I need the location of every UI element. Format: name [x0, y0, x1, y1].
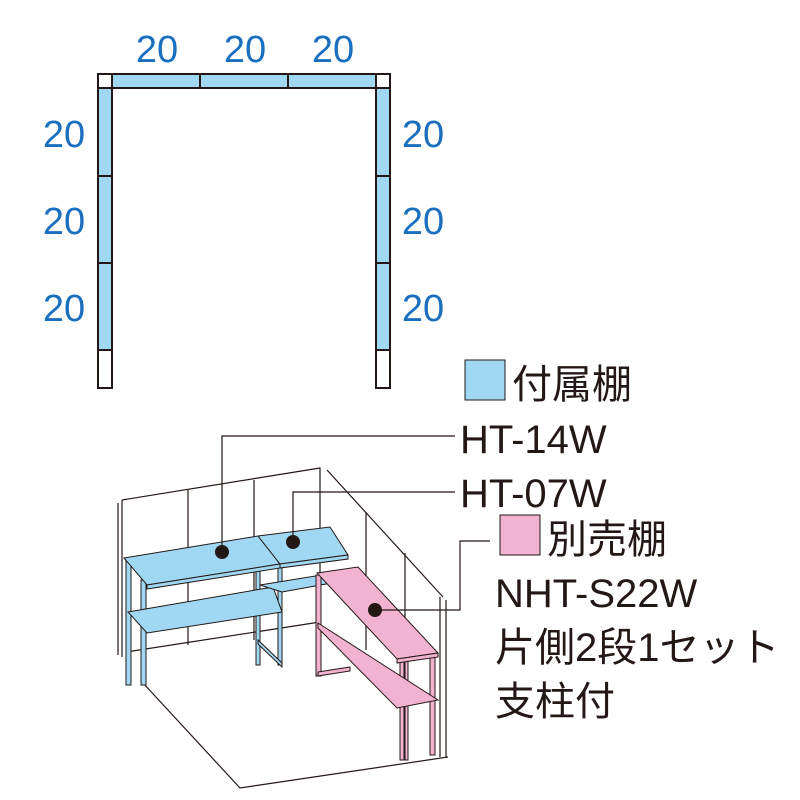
plan-shelf-segment	[97, 175, 113, 264]
corner-post	[375, 73, 391, 89]
callout-dots	[215, 535, 382, 617]
plan-shelf-segment	[97, 87, 113, 177]
legend-swatch-optional	[499, 514, 541, 556]
dim-top-1: 20	[136, 29, 178, 71]
dim-top-3: 20	[312, 29, 354, 71]
legend-included-label: 付属棚	[512, 363, 632, 407]
plan-shelf-segment	[111, 73, 201, 89]
callout-dot-ht07w	[286, 535, 300, 549]
plan-view	[97, 73, 391, 389]
optional-shelf-3d	[315, 566, 440, 761]
callout-dot-ht14w	[215, 545, 229, 559]
legend-swatch-included	[464, 359, 506, 401]
dim-right-2: 20	[402, 201, 444, 243]
dim-right-1: 20	[402, 114, 444, 156]
plan-empty-segment	[97, 349, 113, 389]
optional-note-2: 支柱付	[495, 680, 615, 724]
included-shelf-3d	[123, 526, 350, 686]
leader-lines	[221, 435, 490, 611]
plan-shelf-segment	[97, 262, 113, 351]
dim-left-1: 20	[43, 114, 85, 156]
model-ht07w: HT-07W	[460, 472, 607, 516]
dim-right-3: 20	[402, 288, 444, 330]
plan-shelf-segment	[375, 87, 391, 177]
corner-post	[97, 73, 113, 89]
callout-dot-nhts22w	[368, 603, 382, 617]
legend: 付属棚 HT-14W HT-07W 別売棚 NHT-S22W 片側2段1セット …	[460, 359, 780, 724]
dim-left-3: 20	[43, 288, 85, 330]
dim-left-2: 20	[43, 201, 85, 243]
dim-top-2: 20	[224, 29, 266, 71]
model-ht14w: HT-14W	[460, 418, 607, 462]
plan-shelf-segment	[375, 175, 391, 264]
room-outline	[117, 467, 449, 789]
plan-empty-segment	[375, 349, 391, 389]
dimension-labels: 20 20 20 20 20 20 20 20 20	[43, 29, 444, 330]
plan-shelf-segment	[199, 73, 289, 89]
legend-optional-label: 別売棚	[547, 518, 667, 562]
plan-shelf-segment	[375, 262, 391, 351]
plan-shelf-segment	[287, 73, 377, 89]
model-nhts22w: NHT-S22W	[495, 572, 697, 616]
optional-note-1: 片側2段1セット	[495, 626, 780, 670]
